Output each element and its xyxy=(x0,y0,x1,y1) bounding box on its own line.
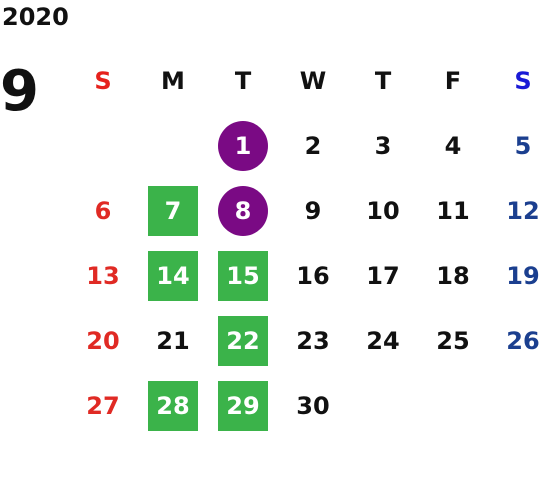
day-number: 21 xyxy=(156,326,190,355)
calendar-day-cell[interactable]: 29 xyxy=(208,373,278,438)
day-number: 19 xyxy=(506,261,540,290)
calendar-day-cell[interactable]: 17 xyxy=(348,243,418,308)
marked-day-number: 7 xyxy=(148,185,198,236)
calendar-day-cell[interactable]: 3 xyxy=(348,113,418,178)
day-number: 9 xyxy=(304,196,322,225)
day-number: 26 xyxy=(506,326,540,355)
calendar-week-row: 20 21 22 23 24 25 26 xyxy=(68,308,548,373)
calendar-day-cell[interactable]: 9 xyxy=(278,178,348,243)
day-number: 17 xyxy=(366,261,400,290)
weekday-header: S M T W T F S xyxy=(68,48,548,113)
weekday-saturday: S xyxy=(514,66,532,95)
day-number xyxy=(78,121,128,171)
calendar-day-cell[interactable]: 2 xyxy=(278,113,348,178)
calendar-day-cell xyxy=(138,113,208,178)
calendar-day-cell[interactable]: 25 xyxy=(418,308,488,373)
calendar-day-cell[interactable]: 20 xyxy=(68,308,138,373)
calendar-day-cell[interactable]: 8 xyxy=(208,178,278,243)
calendar-day-cell[interactable]: 19 xyxy=(488,243,548,308)
day-number: 5 xyxy=(514,131,532,160)
day-number: 2 xyxy=(304,131,322,160)
marked-day-number: 1 xyxy=(218,120,268,171)
marked-day-number: 28 xyxy=(148,380,198,431)
day-number xyxy=(428,381,478,431)
calendar-day-cell[interactable]: 6 xyxy=(68,178,138,243)
calendar-day-cell[interactable]: 5 xyxy=(488,113,548,178)
calendar-day-cell[interactable]: 12 xyxy=(488,178,548,243)
calendar-week-row: 27 28 29 30 xyxy=(68,373,548,438)
weekday-thursday: T xyxy=(374,66,392,95)
calendar-day-cell xyxy=(418,373,488,438)
calendar-day-cell xyxy=(348,373,418,438)
calendar-day-cell[interactable]: 18 xyxy=(418,243,488,308)
calendar-day-cell xyxy=(68,113,138,178)
day-number: 3 xyxy=(374,131,392,160)
weekday-friday: F xyxy=(444,66,462,95)
calendar-week-row: 13 14 15 16 17 18 19 xyxy=(68,243,548,308)
calendar-day-cell[interactable]: 1 xyxy=(208,113,278,178)
marked-day-number: 8 xyxy=(218,185,268,236)
calendar-day-cell[interactable]: 14 xyxy=(138,243,208,308)
day-number: 30 xyxy=(296,391,330,420)
calendar-day-cell[interactable]: 23 xyxy=(278,308,348,373)
marked-day-number: 29 xyxy=(218,380,268,431)
marked-day-number: 14 xyxy=(148,250,198,301)
day-number: 11 xyxy=(436,196,470,225)
calendar-day-cell[interactable]: 21 xyxy=(138,308,208,373)
day-number: 6 xyxy=(94,196,112,225)
day-number: 18 xyxy=(436,261,470,290)
day-number: 10 xyxy=(366,196,400,225)
calendar-day-cell[interactable]: 30 xyxy=(278,373,348,438)
day-number: 23 xyxy=(296,326,330,355)
calendar-day-cell xyxy=(488,373,548,438)
day-number: 12 xyxy=(506,196,540,225)
calendar-day-cell[interactable]: 24 xyxy=(348,308,418,373)
day-number: 4 xyxy=(444,131,462,160)
calendar-day-cell[interactable]: 7 xyxy=(138,178,208,243)
day-number xyxy=(148,121,198,171)
day-number: 27 xyxy=(86,391,120,420)
year-label: 2020 xyxy=(2,3,69,31)
weekday-monday: M xyxy=(161,66,185,95)
day-number: 25 xyxy=(436,326,470,355)
calendar-day-cell[interactable]: 28 xyxy=(138,373,208,438)
month-number: 9 xyxy=(0,59,39,124)
weekday-tuesday: T xyxy=(234,66,252,95)
calendar-day-cell[interactable]: 13 xyxy=(68,243,138,308)
calendar-day-cell[interactable]: 26 xyxy=(488,308,548,373)
calendar-day-cell[interactable]: 4 xyxy=(418,113,488,178)
calendar-day-cell[interactable]: 16 xyxy=(278,243,348,308)
calendar-day-cell[interactable]: 10 xyxy=(348,178,418,243)
day-number: 20 xyxy=(86,326,120,355)
marked-day-number: 15 xyxy=(218,250,268,301)
day-number xyxy=(498,381,548,431)
calendar-day-cell[interactable]: 27 xyxy=(68,373,138,438)
calendar-day-cell[interactable]: 11 xyxy=(418,178,488,243)
day-number: 16 xyxy=(296,261,330,290)
weekday-sunday: S xyxy=(94,66,112,95)
day-number: 24 xyxy=(366,326,400,355)
calendar-day-cell[interactable]: 22 xyxy=(208,308,278,373)
weekday-wednesday: W xyxy=(299,66,327,95)
day-number xyxy=(358,381,408,431)
day-number: 13 xyxy=(86,261,120,290)
calendar-week-row: 1 2 3 4 5 xyxy=(68,113,548,178)
calendar-day-cell[interactable]: 15 xyxy=(208,243,278,308)
marked-day-number: 22 xyxy=(218,315,268,366)
